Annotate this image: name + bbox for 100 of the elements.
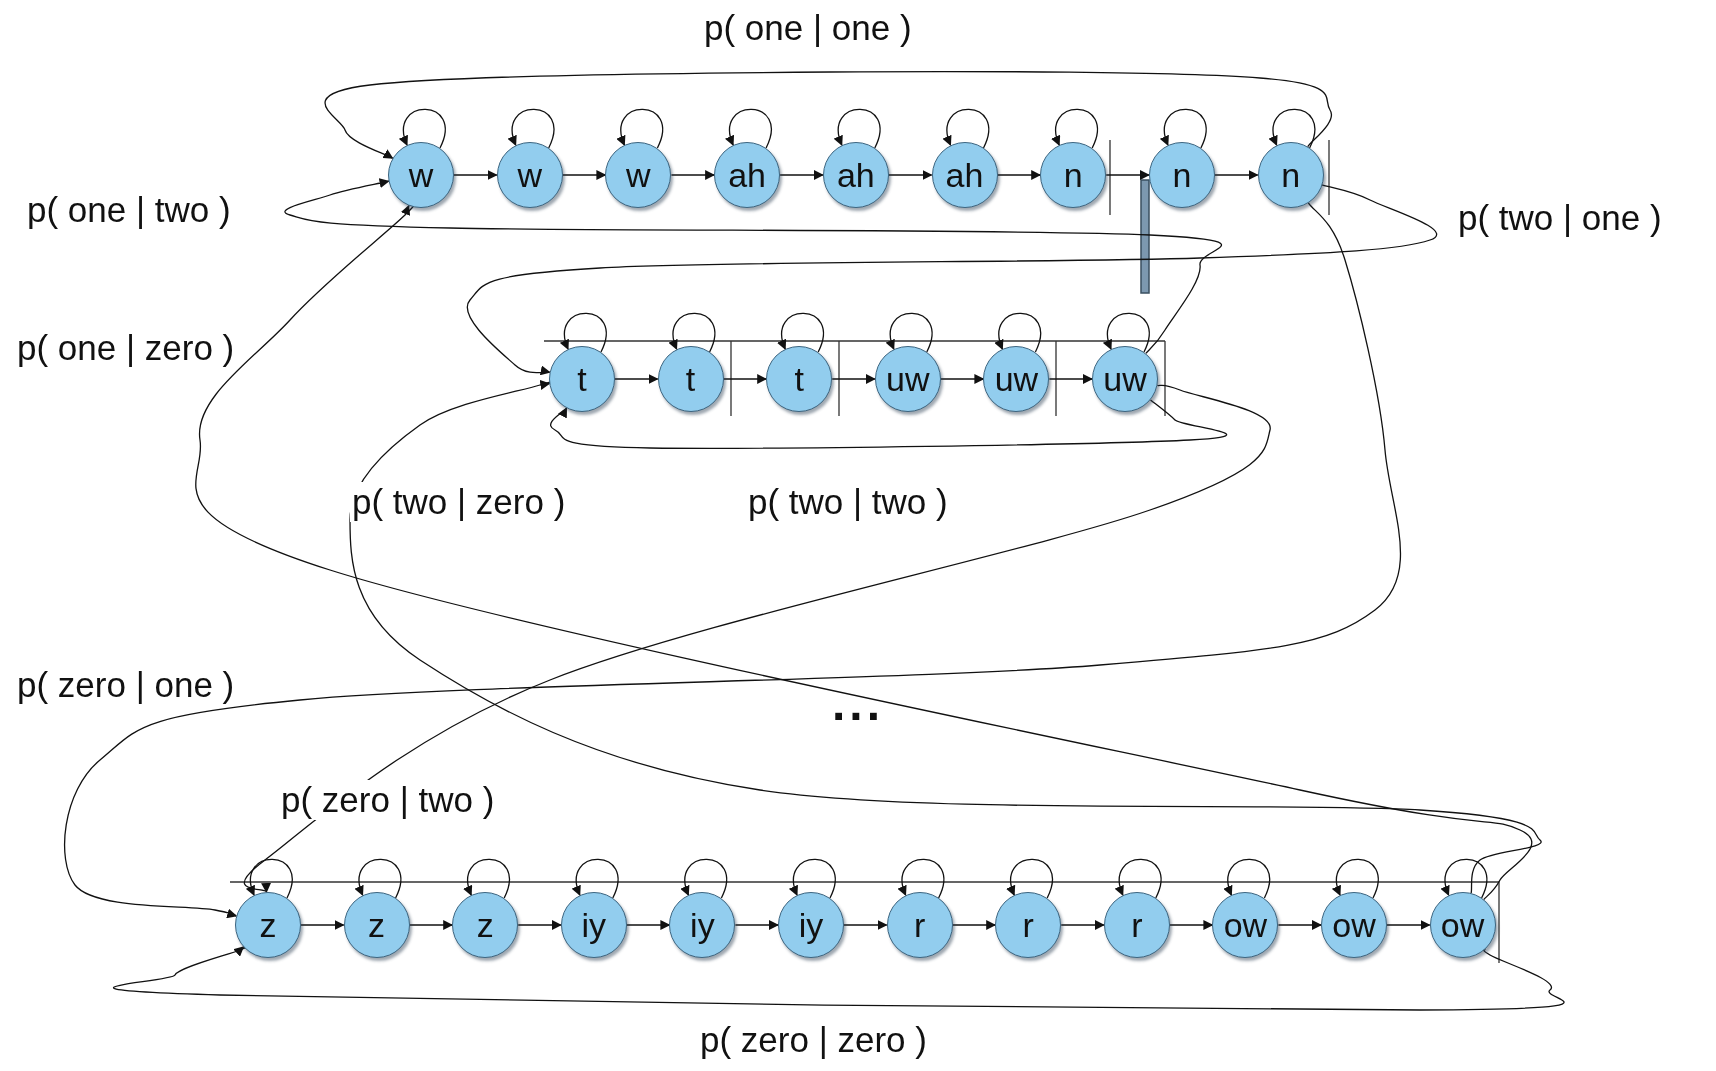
- state-circle: [560, 892, 627, 958]
- state-label: t: [685, 362, 696, 396]
- arrow: [243, 384, 1271, 893]
- arrow: [614, 374, 659, 384]
- state-circle: [1257, 142, 1324, 208]
- arrow: [1060, 920, 1105, 930]
- self-loop-arrow: [1006, 858, 1053, 899]
- arrow: [843, 920, 888, 930]
- state-label: ow: [1332, 908, 1376, 942]
- arrow: [888, 170, 933, 180]
- self-loop-arrow: [1160, 108, 1207, 149]
- arrow: [324, 70, 1332, 159]
- self-loop-arrow: [1269, 108, 1316, 149]
- state-circle: [669, 892, 736, 958]
- arrow: [1214, 170, 1259, 180]
- state-label: uw: [1103, 362, 1147, 396]
- self-loop-arrow: [886, 312, 933, 353]
- self-loop-arrow: [246, 858, 293, 899]
- self-loop-arrow: [572, 858, 619, 899]
- arrow: [64, 202, 1402, 918]
- arrow: [562, 170, 607, 180]
- self-loop-arrow: [898, 858, 945, 899]
- self-loop-arrow: [1332, 858, 1379, 899]
- arrow: [408, 920, 454, 930]
- self-loop-arrow: [508, 108, 555, 149]
- state-circle: [1040, 142, 1107, 208]
- state-label: n: [1063, 158, 1083, 192]
- state-label: r: [1022, 908, 1034, 942]
- state-label: iy: [798, 908, 824, 942]
- state-circle: [657, 346, 724, 412]
- state-label: r: [913, 908, 926, 942]
- state-label: ah: [836, 158, 875, 192]
- state-label: iy: [690, 908, 715, 942]
- state-label: z: [476, 908, 494, 942]
- self-loop-arrow: [681, 858, 728, 899]
- arrow: [670, 170, 716, 180]
- self-loop-arrow: [1441, 858, 1488, 899]
- arrow: [300, 920, 345, 930]
- self-loop-arrow: [1115, 858, 1162, 899]
- state-circle: [766, 346, 833, 412]
- state-circle: [1429, 892, 1496, 958]
- arrow: [195, 203, 1533, 901]
- state-circle: [235, 892, 301, 958]
- self-loop-arrow: [995, 312, 1042, 353]
- state-label: z: [368, 908, 386, 942]
- state-circle: [388, 142, 454, 208]
- state-label: iy: [581, 908, 607, 942]
- arrow: [996, 170, 1042, 180]
- state-label: ah: [945, 158, 984, 192]
- state-circle: [496, 142, 563, 208]
- state-circle: [1092, 346, 1158, 412]
- state-circle: [886, 892, 953, 958]
- state-circle: [549, 346, 615, 412]
- state-label: w: [626, 158, 651, 192]
- self-loop-arrow: [669, 312, 716, 353]
- arrow: [550, 399, 1228, 449]
- arrow: [466, 184, 1438, 377]
- ellipsis-note: ...: [832, 680, 884, 728]
- state-label: n: [1172, 158, 1192, 192]
- state-label: t: [794, 362, 804, 396]
- state-circle: [343, 892, 410, 958]
- state-circle: [931, 142, 998, 208]
- arrow: [113, 946, 1565, 1011]
- arrow: [1386, 920, 1431, 930]
- state-circle: [714, 142, 781, 208]
- self-loop-arrow: [560, 312, 607, 353]
- state-circle: [1148, 142, 1215, 208]
- self-loop-arrow: [463, 858, 510, 899]
- arrow: [779, 170, 824, 180]
- state-circle: [605, 142, 672, 208]
- self-loop-arrow: [1051, 108, 1098, 149]
- arrow: [831, 374, 876, 384]
- self-loop-arrow: [399, 108, 446, 149]
- arrow: [722, 374, 768, 384]
- arrow: [1277, 920, 1322, 930]
- state-circle: [778, 892, 844, 958]
- self-loop-arrow: [725, 108, 772, 149]
- state-label: w: [408, 158, 434, 192]
- state-circle: [1103, 892, 1170, 958]
- state-label: z: [259, 908, 277, 942]
- state-label: uw: [886, 362, 930, 396]
- arrow: [1105, 170, 1150, 180]
- state-label: r: [1131, 908, 1143, 942]
- arrow: [1169, 920, 1214, 930]
- state-label: ow: [1440, 908, 1485, 942]
- state-label: n: [1281, 158, 1301, 192]
- state-circle: [452, 892, 519, 958]
- arrow: [626, 920, 671, 930]
- self-loop-arrow: [1103, 312, 1150, 353]
- arrow: [1048, 374, 1093, 384]
- state-label: w: [517, 158, 542, 192]
- arrow: [734, 920, 779, 930]
- state-circle: [874, 346, 941, 412]
- self-loop-arrow: [789, 858, 836, 899]
- arrow: [517, 920, 562, 930]
- state-label: ow: [1223, 908, 1268, 942]
- state-label: t: [577, 362, 587, 396]
- self-loop-arrow: [355, 858, 402, 899]
- state-circle: [1321, 892, 1387, 958]
- self-loop-arrow: [617, 108, 664, 149]
